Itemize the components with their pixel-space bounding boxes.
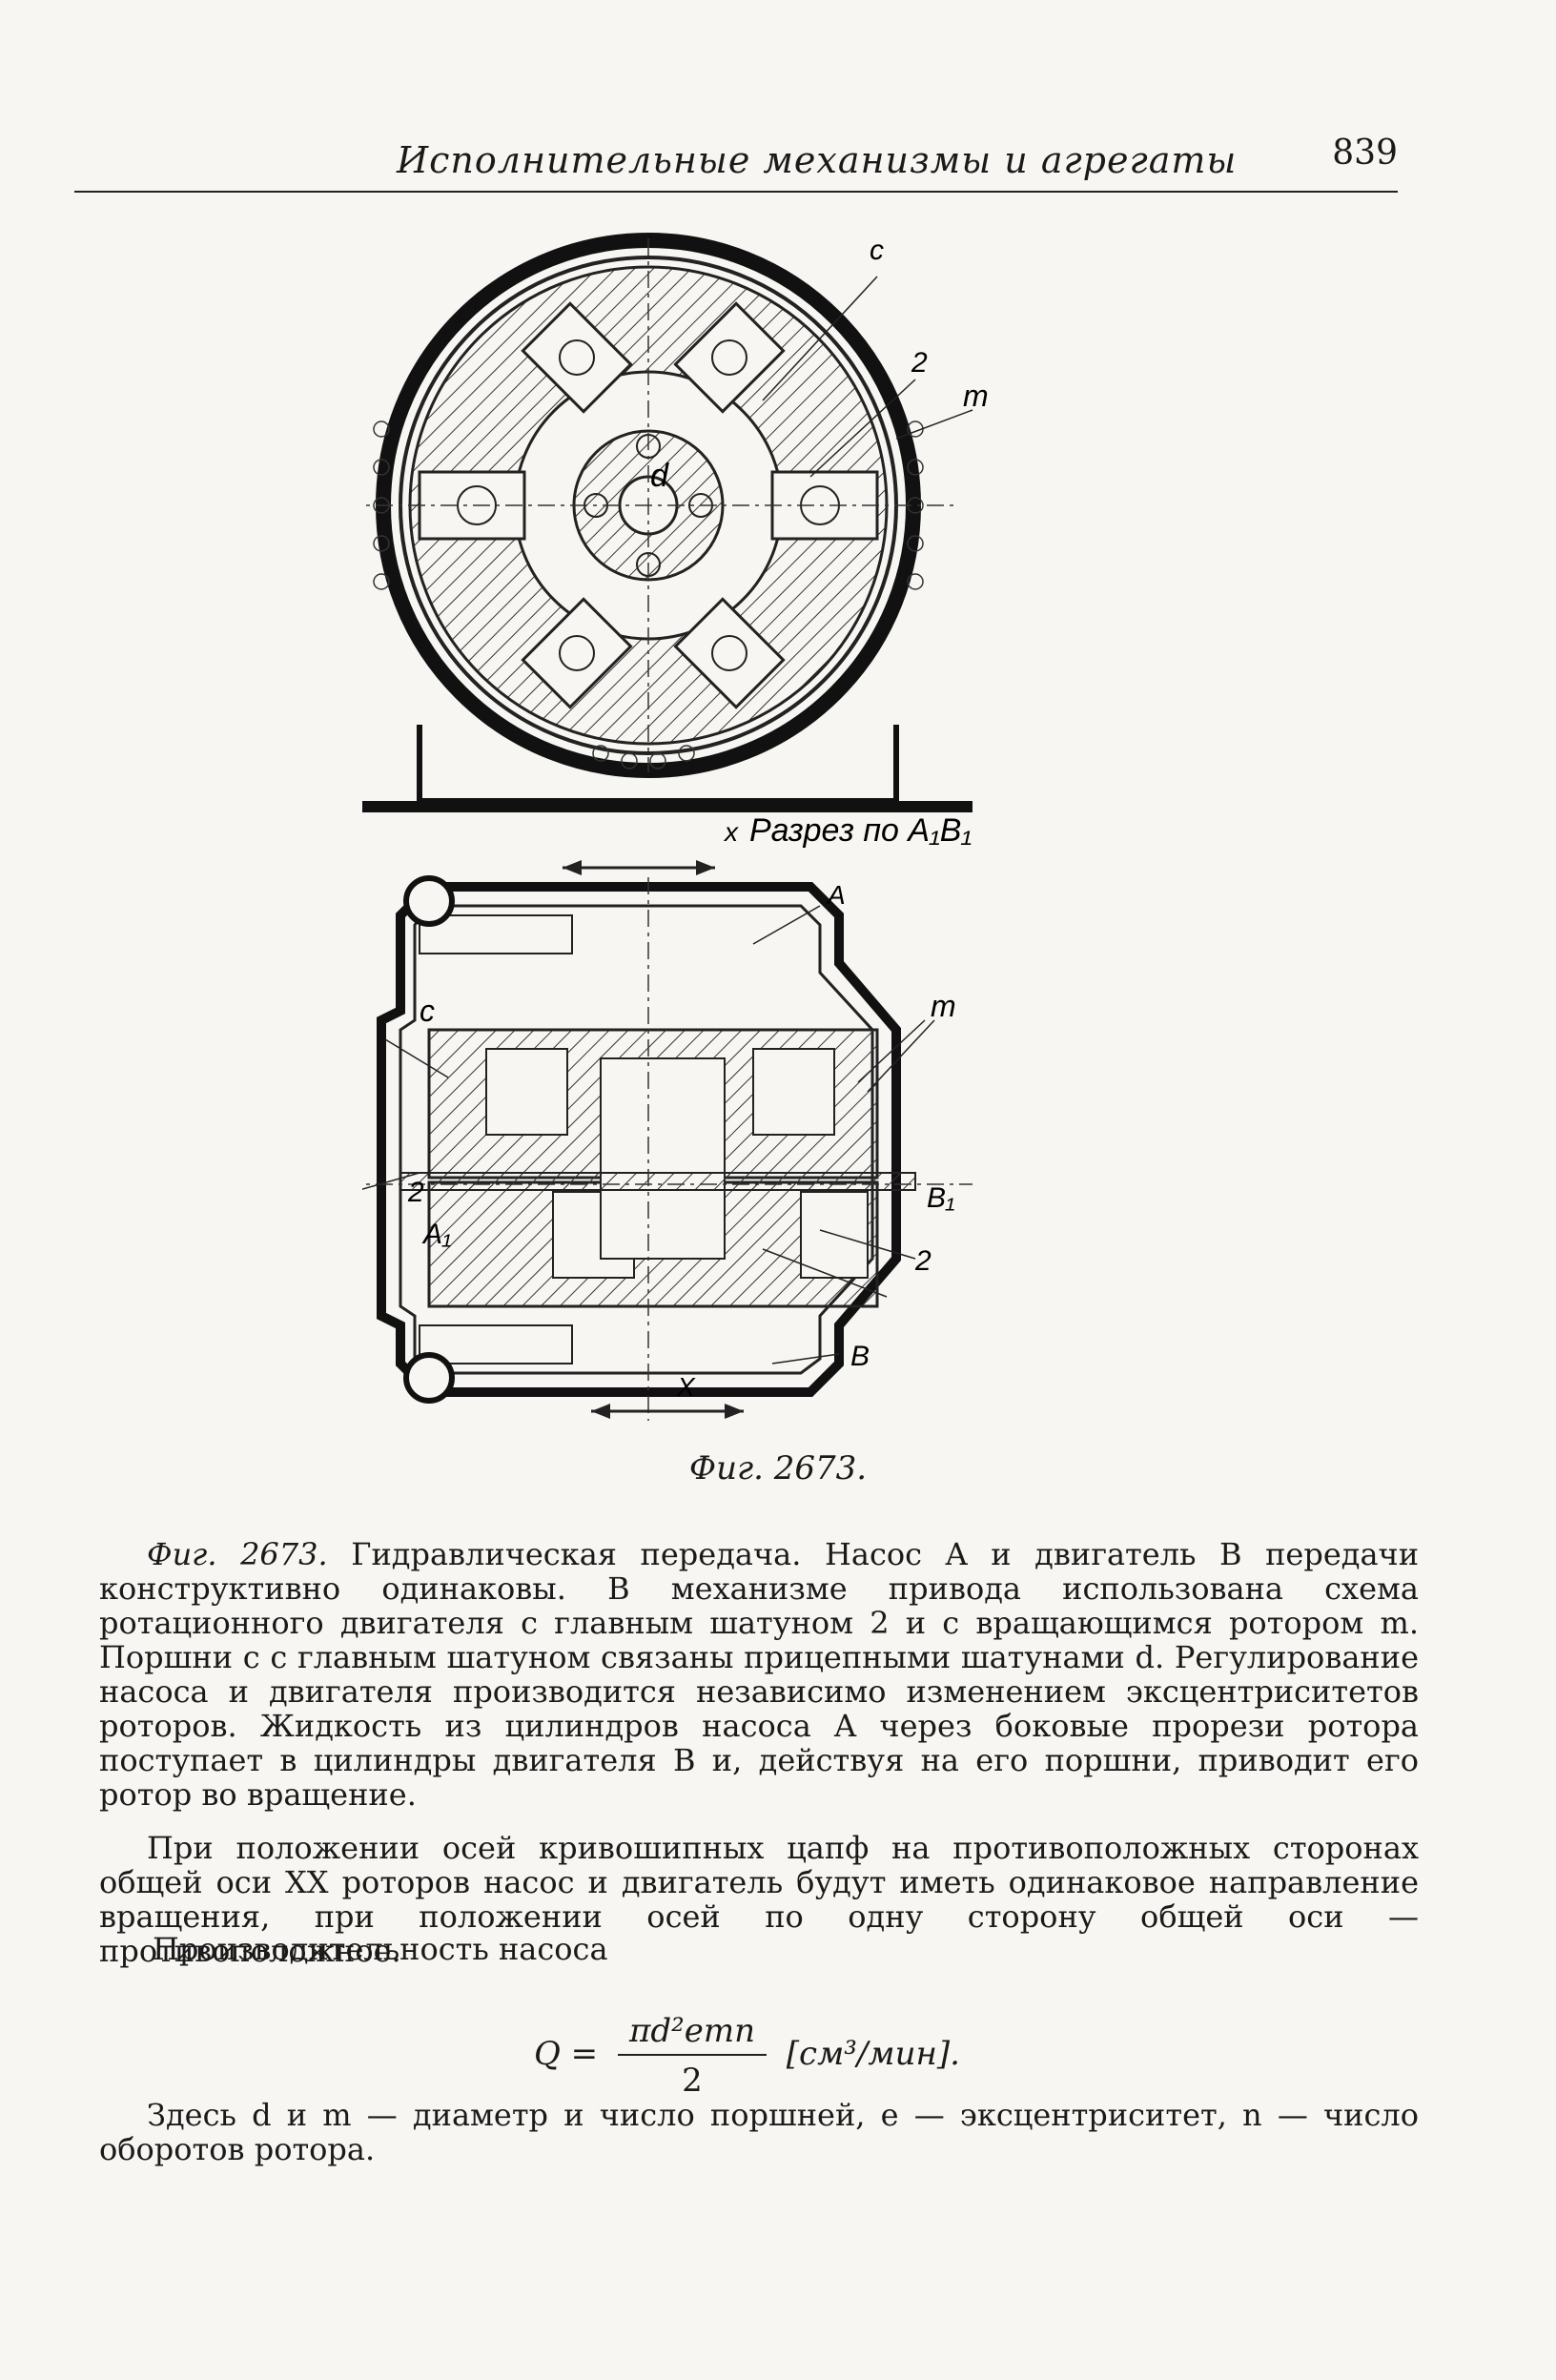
figure-caption: Фиг. 2673. (688, 1449, 868, 1488)
label-x-top: x (723, 817, 739, 847)
formula-units: [см³/мин]. (786, 2035, 960, 2073)
section-view: A c m 2 A₁ B₁ 2 B X (343, 875, 972, 1421)
label-m-side: m (931, 989, 956, 1023)
label-2-top: 2 (911, 347, 928, 379)
paragraph-2: При положении осей кривошипных цапф на п… (99, 1830, 1419, 1969)
section-header: x Разрез по A₁B₁ (563, 812, 972, 875)
formula: Q = πd²emn 2 [см³/мин]. (534, 2012, 960, 2100)
label-m-top: m (963, 379, 989, 413)
paragraph-3: Производительность насоса (153, 1931, 608, 1967)
label-2-right: 2 (914, 1245, 932, 1277)
paragraph-4: Здесь d и m — диаметр и число поршней, e… (99, 2097, 1419, 2167)
label-c-side: c (420, 994, 435, 1028)
label-c-top: c (870, 235, 884, 266)
label-d: d (650, 458, 669, 494)
label-A: A (826, 880, 846, 910)
paragraph-1-text: Гидравлическая передача. Насос A и двига… (99, 1536, 1420, 1813)
formula-denominator: 2 (682, 2062, 703, 2100)
section-label: Разрез по A₁B₁ (749, 812, 972, 849)
label-B: B (850, 1341, 870, 1372)
running-title: Исполнительные механизмы и агрегаты (397, 139, 1238, 181)
paragraph-1: Фиг. 2673. Гидравлическая передача. Насо… (99, 1537, 1419, 1812)
page-header: Исполнительные механизмы и агрегаты 839 (74, 133, 1398, 193)
figure-2673: c 2 m d x Разрез по A₁B₁ (305, 219, 1011, 1440)
page-number: 839 (1332, 133, 1398, 173)
label-A1: A₁ (421, 1219, 451, 1250)
formula-lhs: Q = (534, 2035, 599, 2073)
figure-reference: Фиг. 2673. (147, 1536, 328, 1572)
hydraulic-transmission-drawing: c 2 m d x Разрез по A₁B₁ (305, 233, 989, 1421)
label-2-left: 2 (407, 1177, 424, 1208)
label-x-bottom: X (676, 1372, 696, 1402)
formula-numerator: πd²emn (617, 2012, 767, 2056)
top-view: c 2 m d (305, 233, 989, 812)
formula-fraction: πd²emn 2 (617, 2012, 767, 2100)
label-B1: B₁ (927, 1182, 954, 1214)
